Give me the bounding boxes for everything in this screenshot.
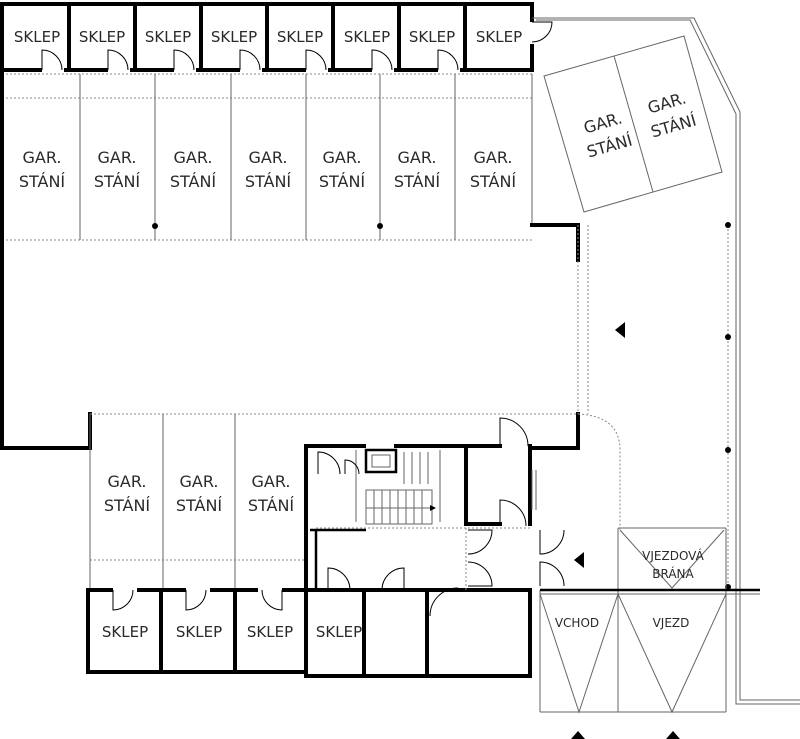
svg-text:GAR.: GAR. bbox=[398, 148, 437, 167]
parking-space-label: GAR. STÁNÍ bbox=[470, 148, 517, 191]
top-storage-row: SKLEP SKLEP SKLEP SKLEP SKLEP SKLEP SKLE… bbox=[0, 2, 553, 74]
parking-space-label: GAR. STÁNÍ bbox=[104, 472, 151, 515]
svg-text:STÁNÍ: STÁNÍ bbox=[19, 172, 66, 191]
hall-walls bbox=[0, 68, 580, 450]
column-dot bbox=[725, 334, 731, 340]
door-swing-icon bbox=[41, 49, 63, 71]
storage-label: SKLEP bbox=[102, 623, 148, 641]
door-swing-icon bbox=[107, 49, 129, 71]
svg-text:VJEZDOVÁ: VJEZDOVÁ bbox=[642, 548, 704, 563]
door-swing-icon bbox=[499, 417, 529, 447]
driveway-label: VJEZD bbox=[653, 616, 690, 630]
storage-label: SKLEP bbox=[176, 623, 222, 641]
svg-text:STÁNÍ: STÁNÍ bbox=[319, 172, 366, 191]
parking-space-label: GAR. STÁNÍ bbox=[581, 108, 634, 161]
direction-arrow-icon bbox=[615, 322, 625, 338]
top-parking-row: GAR. STÁNÍ GAR. STÁNÍ GAR. STÁNÍ GAR. ST… bbox=[2, 73, 533, 241]
door-swing-icon bbox=[467, 561, 493, 587]
parking-space-label: GAR. STÁNÍ bbox=[19, 148, 66, 191]
svg-text:GAR.: GAR. bbox=[249, 148, 288, 167]
svg-text:GAR.: GAR. bbox=[323, 148, 362, 167]
storage-label: SKLEP bbox=[145, 28, 191, 46]
parking-space-label: GAR. STÁNÍ bbox=[94, 148, 141, 191]
storage-label: SKLEP bbox=[316, 623, 362, 641]
angled-parking: GAR. STÁNÍ GAR. STÁNÍ bbox=[543, 35, 723, 213]
door-swing-icon bbox=[437, 49, 459, 71]
bottom-storage-row: SKLEP SKLEP SKLEP bbox=[86, 586, 308, 674]
door-swing-icon bbox=[531, 21, 553, 43]
stair-core: SKLEP bbox=[304, 417, 584, 678]
fixture-icon bbox=[364, 448, 398, 474]
entrance-label: VCHOD bbox=[555, 616, 599, 630]
svg-text:STÁNÍ: STÁNÍ bbox=[170, 172, 217, 191]
storage-label: SKLEP bbox=[409, 28, 455, 46]
parking-space-label: GAR. STÁNÍ bbox=[170, 148, 217, 191]
angled-parking-outline bbox=[543, 35, 723, 213]
storage-label: SKLEP bbox=[14, 28, 60, 46]
door-swing-icon bbox=[317, 451, 341, 475]
parking-space-label: GAR. STÁNÍ bbox=[248, 472, 295, 515]
column-dot bbox=[152, 223, 158, 229]
storage-label: SKLEP bbox=[79, 28, 125, 46]
storage-label: SKLEP bbox=[344, 28, 390, 46]
door-swing-icon bbox=[467, 529, 493, 555]
svg-text:GAR.: GAR. bbox=[174, 148, 213, 167]
gate-label: VJEZDOVÁ BRÁNA bbox=[642, 548, 704, 581]
svg-text:STÁNÍ: STÁNÍ bbox=[394, 172, 441, 191]
entry-arrow-icon bbox=[666, 731, 680, 739]
svg-text:STÁNÍ: STÁNÍ bbox=[104, 496, 151, 515]
svg-text:GAR.: GAR. bbox=[474, 148, 513, 167]
svg-text:GAR.: GAR. bbox=[98, 148, 137, 167]
door-swing-icon bbox=[327, 567, 351, 591]
svg-text:GAR.: GAR. bbox=[252, 472, 291, 491]
door-swing-icon bbox=[344, 459, 360, 475]
storage-label: SKLEP bbox=[476, 28, 522, 46]
direction-arrow-icon bbox=[574, 552, 584, 568]
door-swing-icon bbox=[539, 529, 565, 555]
storage-label: SKLEP bbox=[247, 623, 293, 641]
svg-text:STÁNÍ: STÁNÍ bbox=[245, 172, 292, 191]
entrance-area: VCHOD VJEZD VJEZDOVÁ BRÁNA bbox=[539, 527, 800, 739]
door-swing-icon bbox=[371, 49, 393, 71]
parking-space-label: GAR. STÁNÍ bbox=[245, 148, 292, 191]
door-swing-icon bbox=[261, 589, 283, 611]
bottom-parking-row: GAR. STÁNÍ GAR. STÁNÍ GAR. STÁNÍ bbox=[89, 413, 578, 590]
svg-text:STÁNÍ: STÁNÍ bbox=[470, 172, 517, 191]
column-dot bbox=[377, 223, 383, 229]
door-swing-icon bbox=[305, 49, 327, 71]
door-swing-icon bbox=[381, 567, 405, 591]
site-boundary bbox=[532, 17, 741, 595]
svg-text:GAR.: GAR. bbox=[23, 148, 62, 167]
svg-text:STÁNÍ: STÁNÍ bbox=[94, 172, 141, 191]
storage-label: SKLEP bbox=[211, 28, 257, 46]
door-swing-icon bbox=[173, 49, 195, 71]
svg-text:STÁNÍ: STÁNÍ bbox=[248, 496, 295, 515]
column-dot bbox=[725, 447, 731, 453]
door-swing-icon bbox=[185, 589, 207, 611]
svg-text:STÁNÍ: STÁNÍ bbox=[176, 496, 223, 515]
door-swing-icon bbox=[429, 587, 459, 617]
parking-space-label: GAR. STÁNÍ bbox=[319, 148, 366, 191]
parking-space-label: GAR. STÁNÍ bbox=[645, 88, 698, 141]
svg-text:GAR.: GAR. bbox=[108, 472, 147, 491]
entry-arrow-icon bbox=[571, 731, 585, 739]
parking-space-label: GAR. STÁNÍ bbox=[394, 148, 441, 191]
door-swing-icon bbox=[539, 561, 565, 587]
door-swing-icon bbox=[499, 499, 527, 527]
door-swing-icon bbox=[239, 49, 261, 71]
storage-label: SKLEP bbox=[277, 28, 323, 46]
stairs-icon bbox=[365, 452, 436, 525]
top-storage-doors bbox=[41, 21, 553, 74]
svg-text:GAR.: GAR. bbox=[180, 472, 219, 491]
svg-text:BRÁNA: BRÁNA bbox=[652, 566, 694, 581]
column-dot bbox=[725, 222, 731, 228]
parking-space-label: GAR. STÁNÍ bbox=[176, 472, 223, 515]
door-swing-icon bbox=[112, 589, 134, 611]
